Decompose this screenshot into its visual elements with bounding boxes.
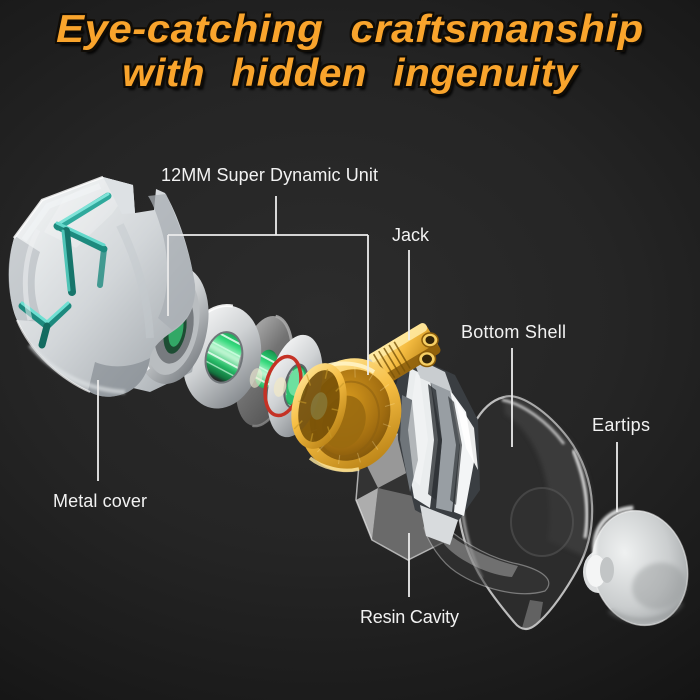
svg-text:Metal cover: Metal cover	[53, 491, 147, 511]
svg-text:Resin Cavity: Resin Cavity	[360, 607, 459, 627]
svg-text:Bottom Shell: Bottom Shell	[461, 322, 566, 342]
svg-text:Jack: Jack	[392, 225, 430, 245]
svg-text:Eartips: Eartips	[592, 415, 650, 435]
svg-text:12MM Super Dynamic Unit: 12MM Super Dynamic Unit	[161, 165, 378, 185]
